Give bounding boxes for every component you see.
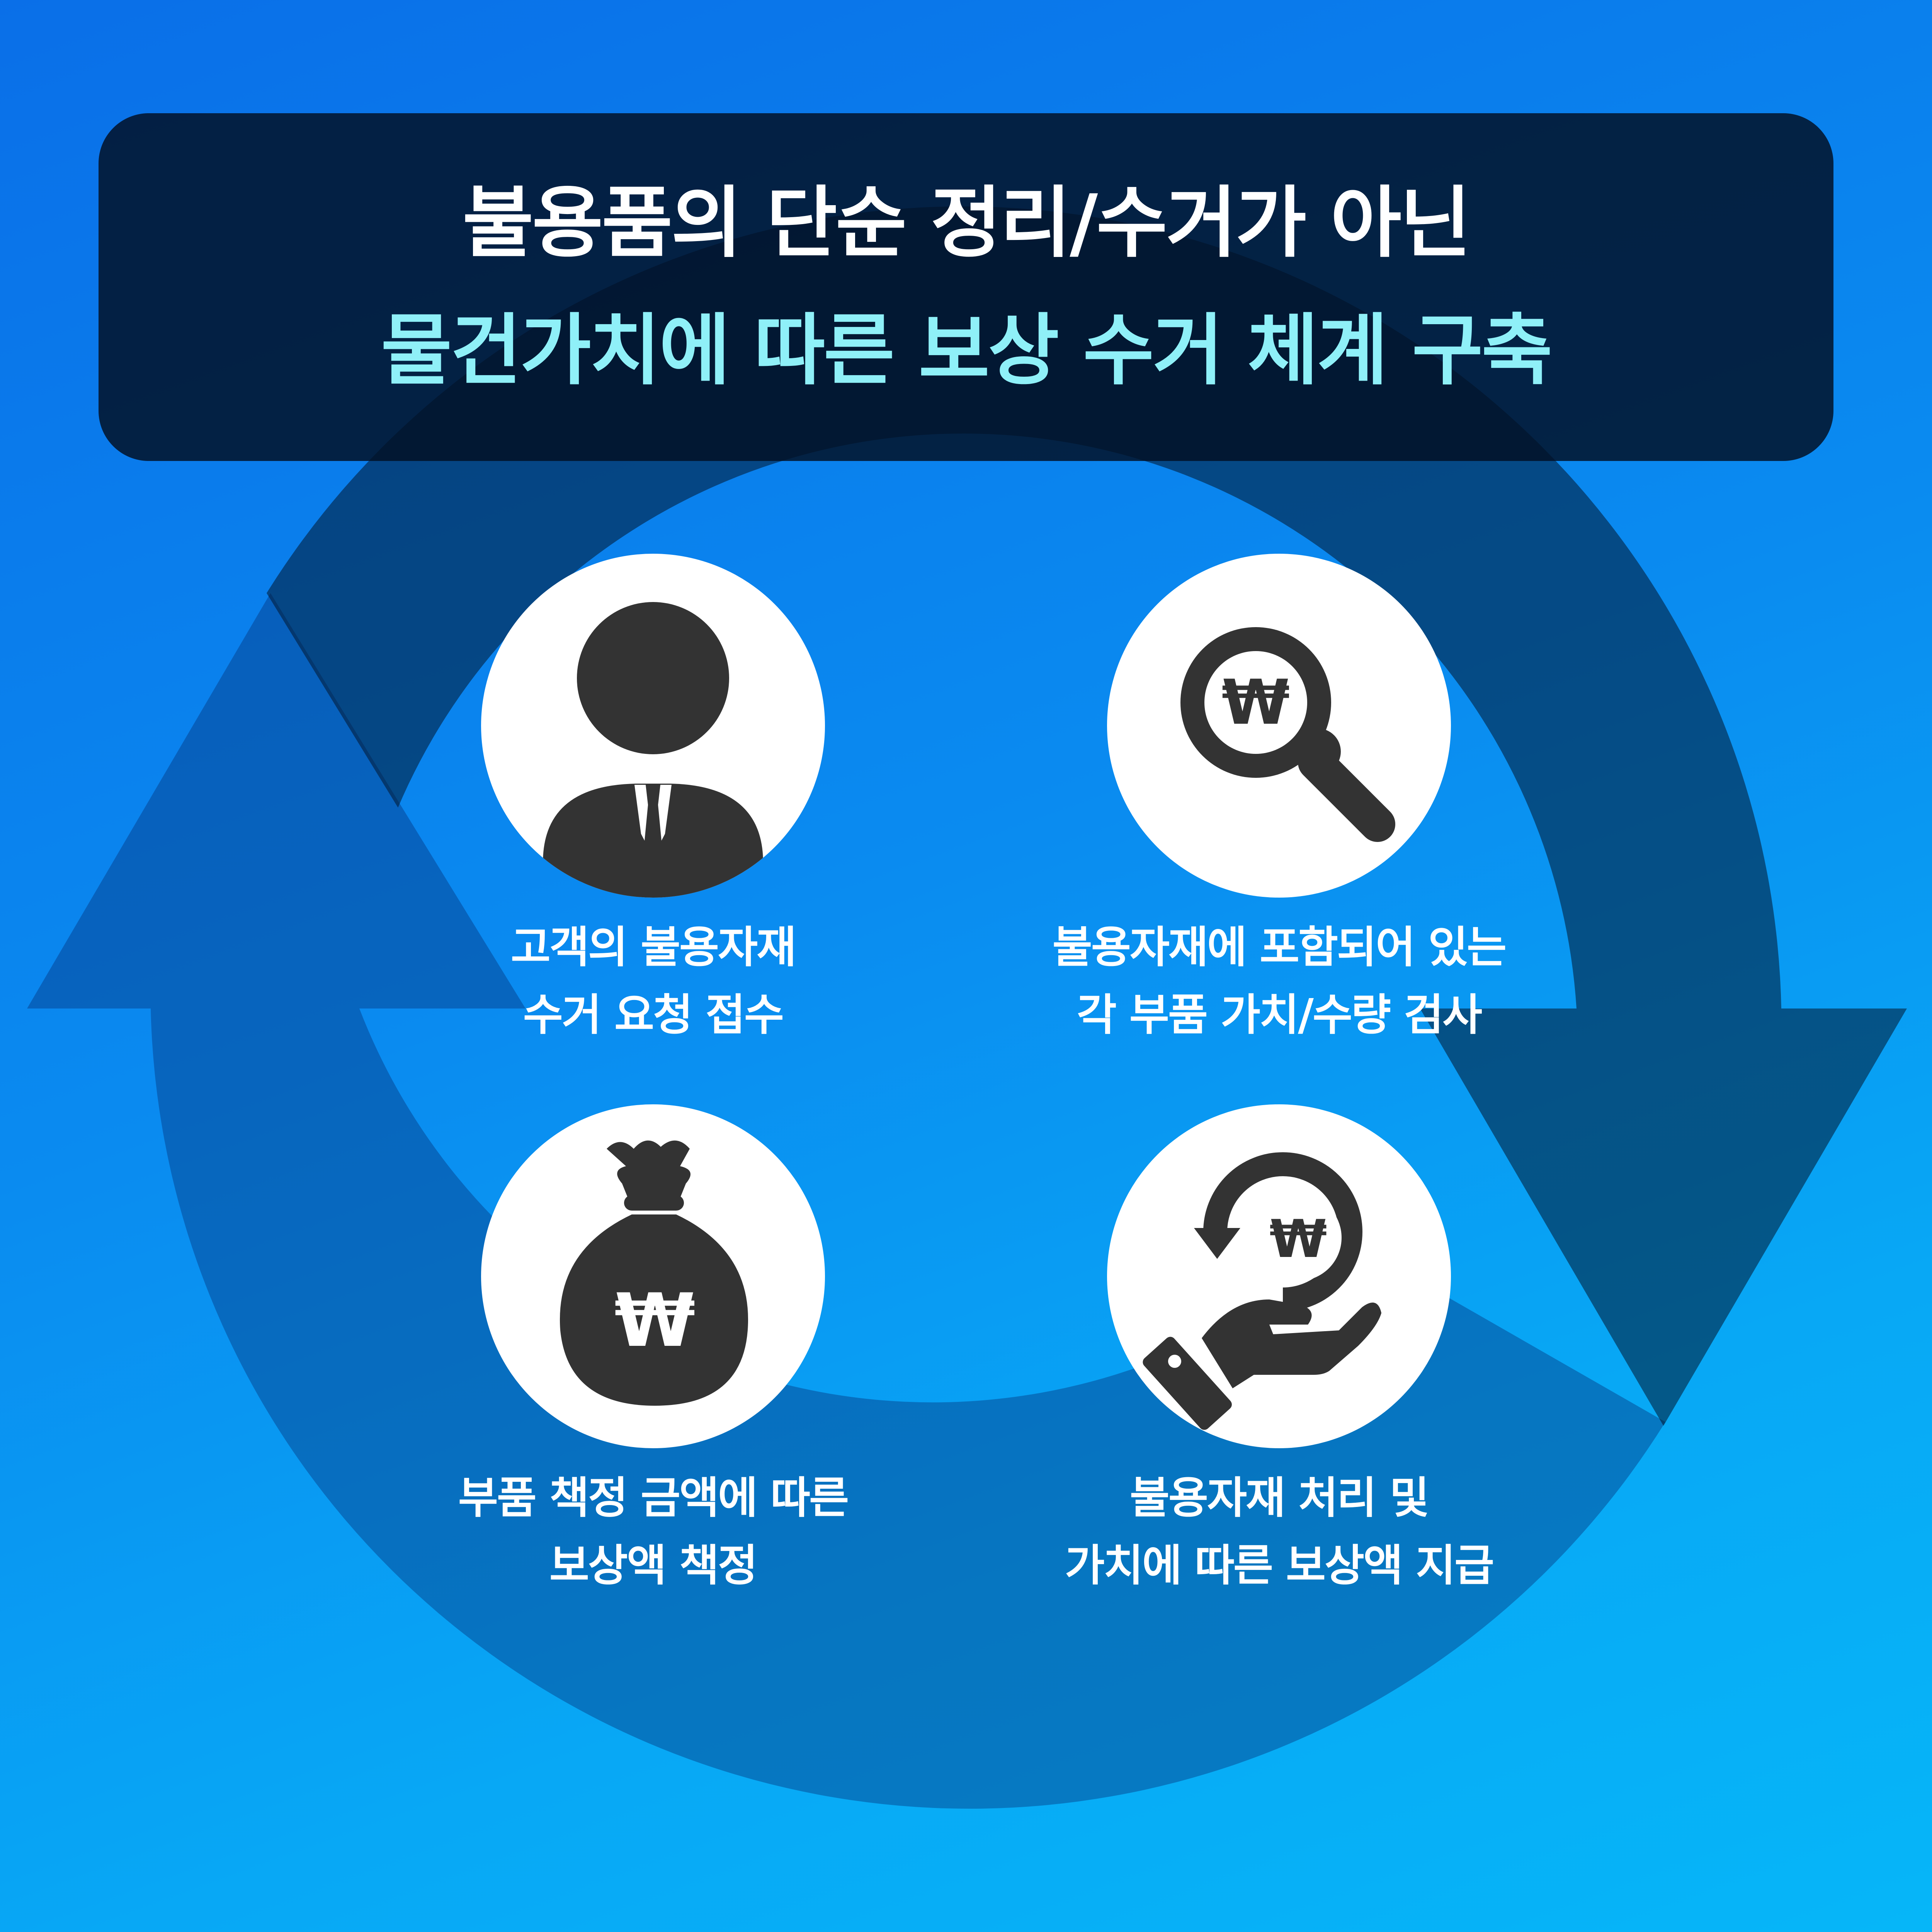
banner-title-line2: 물건가치에 따른 보상 수거 체계 구축	[381, 306, 1553, 396]
step-4-circle: ₩	[1107, 1104, 1451, 1448]
banner-title-line1: 불용품의 단순 정리/수거가 아닌	[463, 178, 1471, 268]
step-4-caption-line1: 불용자재 처리 및	[1129, 1473, 1429, 1523]
step-1-caption-line2: 수거 요청 접수	[523, 990, 784, 1040]
cycle-arrowhead-left	[27, 593, 526, 1009]
step-3-caption: 부품 책정 금액에 따른 보상액 책정	[363, 1464, 943, 1600]
step-1-caption-line1: 고객의 불용자재	[510, 922, 796, 973]
magnifier-won-icon: ₩	[1180, 627, 1395, 842]
hand-won-coin-icon: ₩	[1143, 1152, 1381, 1430]
cycle-arrow-left	[151, 1009, 1665, 1809]
step-2-caption: 불용자재에 포함되어 있는 각 부품 가치/수량 검사	[989, 914, 1569, 1049]
businessman-icon	[543, 602, 763, 898]
money-bag-won-icon: ₩	[560, 1140, 748, 1406]
won-symbol: ₩	[1222, 666, 1290, 738]
step-2-caption-line1: 불용자재에 포함되어 있는	[1052, 922, 1507, 973]
step-3-caption-line1: 부품 책정 금액에 따른	[458, 1473, 849, 1523]
cycle-arrowhead-right	[1420, 1009, 1907, 1426]
step-3-caption-line2: 보상액 책정	[549, 1541, 758, 1591]
step-4-caption-line2: 가치에 따른 보상액 지급	[1065, 1541, 1494, 1591]
title-banner: 불용품의 단순 정리/수거가 아닌 물건가치에 따른 보상 수거 체계 구축	[99, 113, 1833, 461]
step-2-caption-line2: 각 부품 가치/수량 검사	[1077, 990, 1482, 1040]
step-1-circle	[481, 554, 825, 898]
step-4-caption: 불용자재 처리 및 가치에 따른 보상액 지급	[989, 1464, 1569, 1600]
step-2-circle: ₩	[1107, 554, 1451, 898]
won-symbol: ₩	[1270, 1209, 1327, 1269]
step-3-circle: ₩	[481, 1104, 825, 1448]
won-symbol: ₩	[614, 1278, 696, 1363]
step-1-caption: 고객의 불용자재 수거 요청 접수	[363, 914, 943, 1049]
